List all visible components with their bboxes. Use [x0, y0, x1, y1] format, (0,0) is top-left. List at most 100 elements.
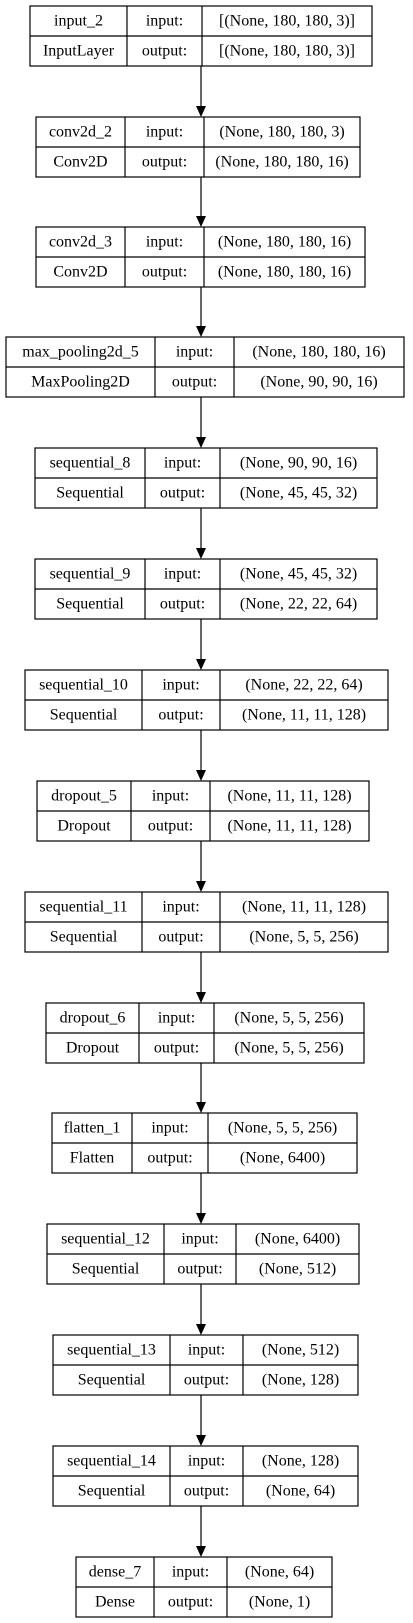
- arrowhead-icon: [196, 992, 206, 1003]
- layer-name: input_2: [54, 13, 103, 30]
- output-shape: (None, 90, 90, 16): [260, 374, 377, 391]
- output-label: output:: [184, 1483, 229, 1500]
- edge-arrow: [196, 1063, 206, 1113]
- input-label: input:: [158, 1010, 195, 1027]
- output-shape: (None, 45, 45, 32): [240, 485, 357, 502]
- arrowhead-icon: [196, 1324, 206, 1335]
- layer-name: conv2d_2: [49, 124, 112, 141]
- layer-type: Conv2D: [53, 264, 107, 281]
- input-label: input:: [146, 234, 183, 251]
- arrowhead-icon: [196, 548, 206, 559]
- input-shape: (None, 45, 45, 32): [240, 566, 357, 583]
- layer-node-sequential_8: sequential_8Sequentialinput:output:(None…: [34, 447, 378, 509]
- arrowhead-icon: [196, 106, 206, 117]
- output-shape: (None, 6400): [240, 1150, 325, 1167]
- input-label: input:: [162, 677, 199, 694]
- output-label: output:: [142, 154, 187, 171]
- layer-type: Dropout: [66, 1040, 120, 1057]
- layer-name: dropout_6: [60, 1010, 126, 1027]
- output-label: output:: [147, 1150, 192, 1167]
- input-shape: [(None, 180, 180, 3)]: [219, 13, 355, 30]
- layer-type: Dropout: [57, 818, 111, 835]
- arrowhead-icon: [196, 1213, 206, 1224]
- layer-type: Sequential: [50, 929, 118, 946]
- output-label: output:: [184, 1372, 229, 1389]
- layer-type: Flatten: [70, 1150, 114, 1167]
- input-shape: (None, 5, 5, 256): [228, 1120, 337, 1137]
- input-shape: (None, 22, 22, 64): [245, 677, 362, 694]
- edge-arrow: [196, 177, 206, 227]
- layer-node-sequential_11: sequential_11Sequentialinput:output:(Non…: [24, 891, 389, 953]
- layer-node-sequential_12: sequential_12Sequentialinput:output:(Non…: [46, 1223, 360, 1285]
- layer-name: sequential_11: [39, 899, 127, 916]
- input-label: input:: [176, 344, 213, 361]
- output-shape: (None, 512): [259, 1261, 336, 1278]
- input-label: input:: [172, 1564, 209, 1581]
- layer-type: InputLayer: [43, 43, 115, 60]
- input-label: input:: [146, 13, 183, 30]
- arrowhead-icon: [196, 1102, 206, 1113]
- input-shape: (None, 5, 5, 256): [234, 1010, 343, 1027]
- output-shape: (None, 5, 5, 256): [234, 1040, 343, 1057]
- arrowhead-icon: [196, 770, 206, 781]
- output-shape: (None, 128): [262, 1372, 339, 1389]
- layer-name: dropout_5: [51, 788, 117, 805]
- edges-layer: [196, 66, 206, 1557]
- layer-type: Dense: [95, 1594, 135, 1611]
- output-shape: (None, 1): [249, 1594, 310, 1611]
- output-shape: (None, 180, 180, 16): [218, 264, 351, 281]
- output-shape: (None, 180, 180, 16): [215, 154, 348, 171]
- layer-type: Sequential: [56, 596, 124, 613]
- edge-arrow: [196, 397, 206, 448]
- input-label: input:: [188, 1342, 225, 1359]
- output-shape: (None, 11, 11, 128): [227, 818, 351, 835]
- layer-name: sequential_12: [61, 1231, 150, 1248]
- arrowhead-icon: [196, 326, 206, 337]
- arrowhead-icon: [196, 881, 206, 892]
- output-shape: (None, 5, 5, 256): [249, 929, 358, 946]
- output-label: output:: [168, 1594, 213, 1611]
- output-label: output:: [158, 707, 203, 724]
- output-label: output:: [142, 264, 187, 281]
- layer-name: sequential_14: [67, 1453, 156, 1470]
- input-label: input:: [151, 1120, 188, 1137]
- output-label: output:: [154, 1040, 199, 1057]
- output-label: output:: [160, 485, 205, 502]
- layer-name: sequential_10: [39, 677, 128, 694]
- input-label: input:: [162, 899, 199, 916]
- output-shape: (None, 11, 11, 128): [242, 707, 366, 724]
- layer-node-sequential_14: sequential_14Sequentialinput:output:(Non…: [52, 1445, 359, 1507]
- layer-type: MaxPooling2D: [31, 374, 130, 391]
- input-label: input:: [152, 788, 189, 805]
- input-label: input:: [181, 1231, 218, 1248]
- input-shape: (None, 11, 11, 128): [242, 899, 366, 916]
- edge-arrow: [196, 952, 206, 1003]
- arrowhead-icon: [196, 1546, 206, 1557]
- input-label: input:: [146, 124, 183, 141]
- input-shape: (None, 180, 180, 16): [252, 344, 385, 361]
- edge-arrow: [196, 1395, 206, 1446]
- input-shape: (None, 512): [262, 1342, 339, 1359]
- layer-name: sequential_13: [67, 1342, 156, 1359]
- layer-type: Sequential: [50, 707, 118, 724]
- arrowhead-icon: [196, 659, 206, 670]
- input-shape: (None, 128): [262, 1453, 339, 1470]
- output-label: output:: [160, 596, 205, 613]
- layer-name: sequential_9: [50, 566, 131, 583]
- output-shape: (None, 64): [266, 1483, 335, 1500]
- arrowhead-icon: [196, 1435, 206, 1446]
- output-shape: [(None, 180, 180, 3)]: [219, 43, 355, 60]
- input-label: input:: [164, 566, 201, 583]
- edge-arrow: [196, 508, 206, 559]
- input-label: input:: [164, 455, 201, 472]
